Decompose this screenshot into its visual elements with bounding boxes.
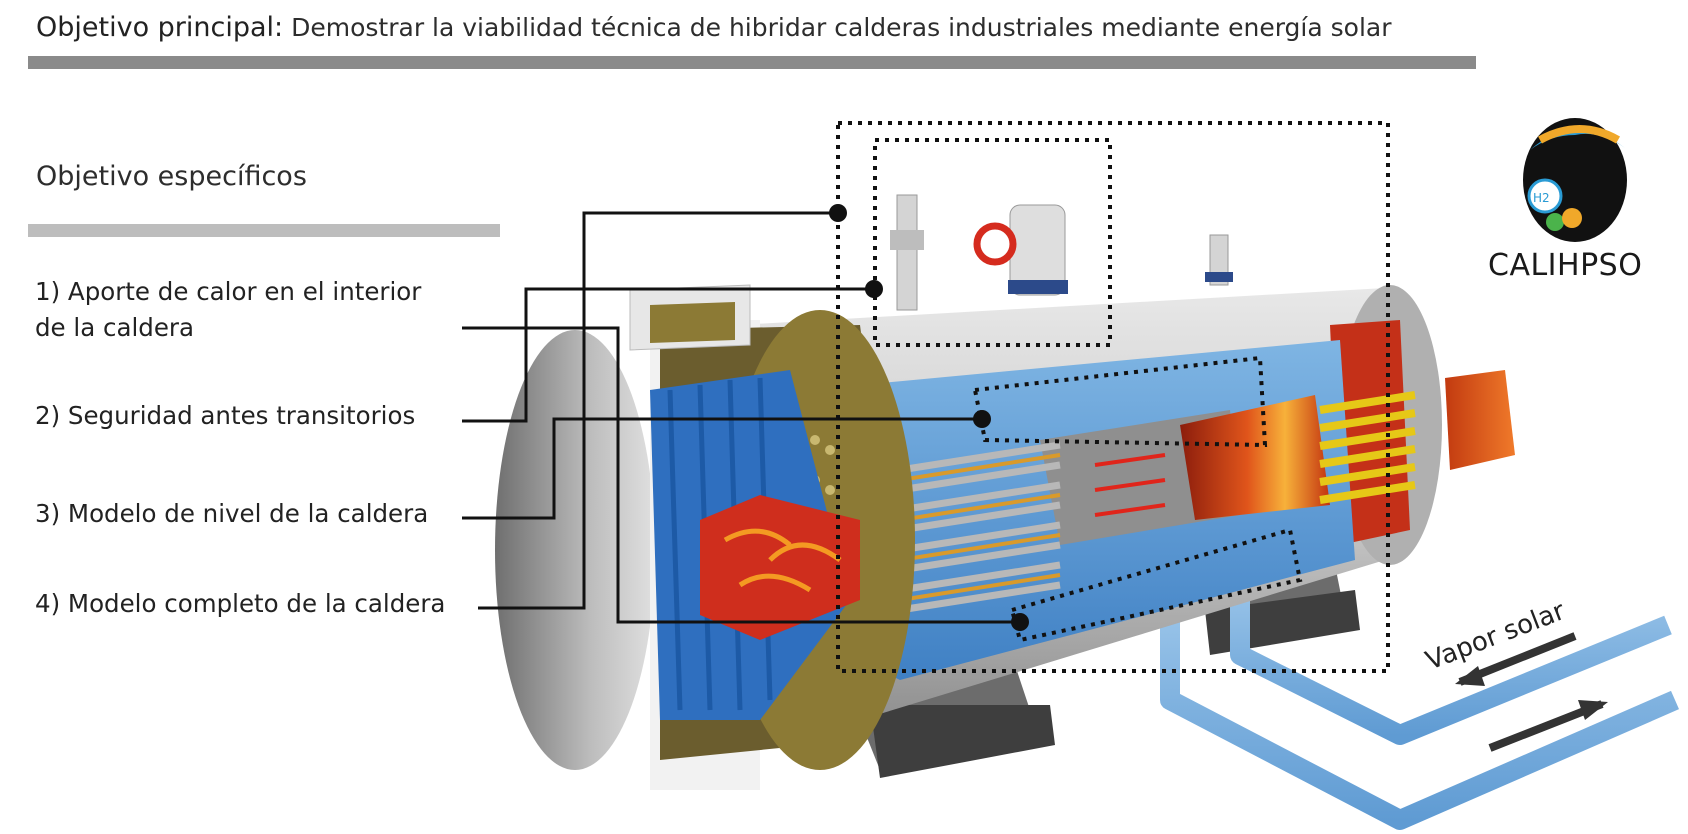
front-end-cap bbox=[495, 284, 915, 790]
region-complete-boiler bbox=[836, 121, 1390, 673]
objective-1: 1) Aporte de calor en el interior de la … bbox=[35, 274, 421, 346]
main-objective-label: Objetivo principal: bbox=[36, 12, 284, 43]
solar-steam-pipes bbox=[1160, 580, 1679, 830]
subtitle-underline bbox=[28, 224, 500, 237]
specific-objectives-title: Objetivo específicos bbox=[36, 161, 307, 192]
top-fittings bbox=[890, 194, 1233, 311]
logo-text: CALIHPSO bbox=[1488, 248, 1643, 283]
objective-4: 4) Modelo completo de la caldera bbox=[35, 589, 446, 618]
objective-1-line2: de la caldera bbox=[35, 313, 195, 342]
objective-3: 3) Modelo de nivel de la caldera bbox=[35, 499, 429, 528]
leader-dots bbox=[829, 204, 1029, 631]
leader-lines bbox=[462, 211, 1020, 624]
calihpso-logo: H2 bbox=[1523, 118, 1627, 242]
objective-1-line1: 1) Aporte de calor en el interior bbox=[35, 277, 422, 306]
h2-badge: H2 bbox=[1533, 191, 1550, 205]
header-underline bbox=[28, 56, 1476, 69]
objective-2: 2) Seguridad antes transitorios bbox=[35, 401, 416, 430]
vapor-arrows bbox=[1455, 632, 1608, 752]
region-heat bbox=[1009, 527, 1303, 643]
burner bbox=[1445, 370, 1515, 470]
main-objective: Objetivo principal: Demostrar la viabili… bbox=[36, 12, 1392, 43]
valve-wheel-icon bbox=[973, 222, 1017, 266]
main-objective-text: Demostrar la viabilidad técnica de hibri… bbox=[291, 13, 1392, 42]
